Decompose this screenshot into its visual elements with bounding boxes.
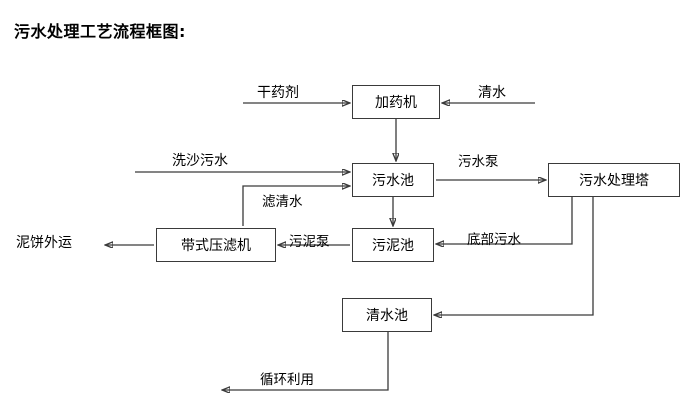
node-clear-water-pool[interactable]: 清水池 bbox=[342, 298, 432, 332]
edge-filtrate-to-wastewater-pool bbox=[242, 186, 350, 226]
node-label-wastewater-pool: 污水池 bbox=[372, 173, 414, 189]
edge-clear-water-pool-recycle bbox=[222, 332, 389, 390]
edge-label-bottom-sewage: 底部污水 bbox=[467, 232, 521, 248]
edge-label-filtrate-water: 滤清水 bbox=[262, 194, 303, 210]
terminal-label-mud-cake-transport: 泥饼外运 bbox=[16, 235, 72, 251]
edge-label-recycle-reuse: 循环利用 bbox=[260, 372, 314, 388]
node-belt-filter-press[interactable]: 带式压滤机 bbox=[156, 228, 276, 262]
node-dosing-machine[interactable]: 加药机 bbox=[352, 85, 440, 119]
edge-label-wastewater-pump: 污水泵 bbox=[458, 154, 499, 170]
edge-tower-bottom-sewage-to-sludge-pool bbox=[436, 197, 573, 244]
page-title: 污水处理工艺流程框图: bbox=[14, 22, 186, 41]
terminal-label-sand-wash-wastewater: 洗沙污水 bbox=[172, 153, 228, 169]
node-label-treatment-tower: 污水处理塔 bbox=[579, 173, 649, 189]
terminal-label-dry-chemical: 干药剂 bbox=[257, 85, 299, 101]
edge-tower-to-clear-water-pool bbox=[434, 197, 594, 315]
node-label-sludge-pool: 污泥池 bbox=[372, 238, 414, 254]
node-wastewater-pool[interactable]: 污水池 bbox=[352, 163, 434, 197]
node-sludge-pool[interactable]: 污泥池 bbox=[352, 228, 434, 262]
terminal-label-clean-water: 清水 bbox=[478, 85, 506, 101]
node-label-dosing-machine: 加药机 bbox=[375, 95, 417, 111]
node-treatment-tower[interactable]: 污水处理塔 bbox=[548, 163, 680, 197]
node-label-clear-water-pool: 清水池 bbox=[366, 308, 408, 324]
node-label-belt-filter-press: 带式压滤机 bbox=[181, 238, 251, 254]
edge-label-sludge-pump: 污泥泵 bbox=[289, 234, 330, 250]
